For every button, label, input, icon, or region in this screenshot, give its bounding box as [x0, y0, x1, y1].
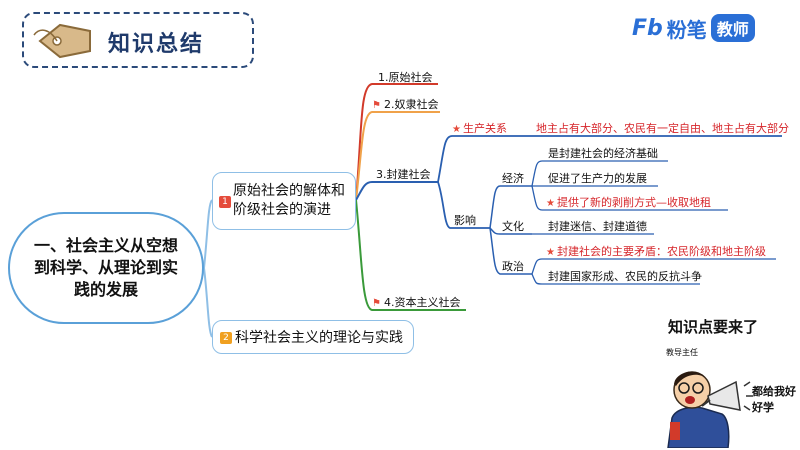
star-icon: ★ — [546, 247, 555, 258]
price-tag-icon — [33, 23, 91, 59]
node-influence: 影响 — [454, 214, 476, 227]
star-icon: ★ — [546, 198, 555, 209]
flag-icon: ⚑ — [372, 298, 381, 309]
node-primitive-society: 1.原始社会 — [378, 71, 433, 84]
node-capitalist-society: ⚑4.资本主义社会 — [372, 294, 460, 310]
politics-item: 封建国家形成、农民的反抗斗争 — [548, 270, 702, 283]
politics-item: ★封建社会的主要矛盾：农民阶级和地主阶级 — [546, 243, 766, 259]
cartoon-shout-text: 都给我好好学 — [752, 385, 796, 414]
flag-icon: ⚑ — [372, 100, 381, 111]
economy-item: 促进了生产力的发展 — [548, 172, 647, 185]
node-politics: 政治 — [502, 260, 524, 273]
logo-name: 粉笔 — [666, 17, 707, 42]
branch-origin-class-society: 1 原始社会的解体和阶级社会的演进 — [212, 172, 356, 230]
node-label: 生产关系 — [462, 122, 507, 135]
node-label: 4.资本主义社会 — [383, 296, 461, 309]
page-title: 知识总结 — [108, 32, 205, 57]
node-slave-society: ⚑2.奴隶社会 — [372, 96, 438, 112]
central-topic: 一、社会主义从空想到科学、从理论到实践的发展 — [8, 212, 204, 324]
teacher-cartoon-icon — [667, 371, 753, 448]
economy-item: 是封建社会的经济基础 — [548, 147, 658, 160]
logo-mark: Fb — [632, 15, 663, 41]
economy-item: ★提供了新的剥削方式—收取地租 — [546, 194, 711, 210]
brand-logo: Fb 粉笔 教师 — [632, 14, 755, 42]
node-production-relations: ★生产关系 — [452, 120, 507, 136]
node-culture: 文化 — [502, 220, 524, 233]
cartoon-teacher-label: 教导主任 — [666, 348, 698, 357]
culture-item: 封建迷信、封建道德 — [548, 220, 647, 233]
node-label: 2.奴隶社会 — [383, 98, 439, 111]
branch-scientific-socialism: 2 科学社会主义的理论与实践 — [212, 320, 414, 354]
production-relations-text: 地主占有大部分、农民有一定自由、地主占有大部分 — [536, 122, 789, 135]
node-label: 封建社会的主要矛盾：农民阶级和地主阶级 — [556, 245, 766, 258]
branch-label: 原始社会的解体和阶级社会的演进 — [233, 183, 345, 218]
branch-number-tag: 1 — [219, 196, 231, 208]
node-label: 提供了新的剥削方式—收取地租 — [556, 196, 711, 209]
star-icon: ★ — [452, 124, 461, 135]
branch-label: 科学社会主义的理论与实践 — [235, 330, 403, 346]
cartoon-speech-text: 知识点要来了 — [668, 318, 759, 336]
node-feudal-society: 3.封建社会 — [376, 168, 431, 181]
branch-number-tag: 2 — [220, 332, 232, 344]
logo-badge: 教师 — [710, 14, 755, 42]
node-economy: 经济 — [502, 172, 524, 185]
